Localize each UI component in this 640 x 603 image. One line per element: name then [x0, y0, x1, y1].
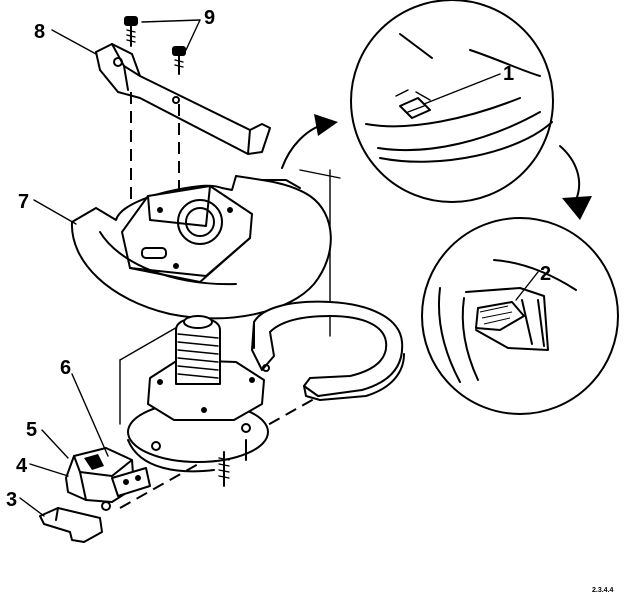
bolts-part — [124, 16, 186, 75]
detail-view-2 — [421, 217, 619, 415]
direction-arrows — [281, 114, 592, 220]
callout-3: 3 — [6, 489, 17, 511]
lever-assembly-part — [39, 447, 151, 543]
callout-5: 5 — [26, 419, 37, 441]
callout-9: 9 — [204, 7, 215, 29]
leader-lines — [19, 19, 539, 517]
backing-plate-part — [70, 175, 332, 320]
callout-2: 2 — [540, 263, 551, 285]
callout-1: 1 — [503, 63, 514, 85]
detail-view-1 — [350, 0, 554, 203]
callout-7: 7 — [18, 191, 29, 213]
bracket-part — [95, 43, 271, 155]
callouts: 1 2 3 4 5 6 7 8 9 2.3.4.4 — [6, 7, 614, 594]
callout-6: 6 — [60, 357, 71, 379]
callout-4: 4 — [16, 455, 28, 477]
figure-code: 2.3.4.4 — [592, 587, 614, 594]
brake-shoe-part — [251, 300, 405, 401]
callout-8: 8 — [34, 21, 45, 43]
hub-assembly-part — [127, 315, 269, 487]
